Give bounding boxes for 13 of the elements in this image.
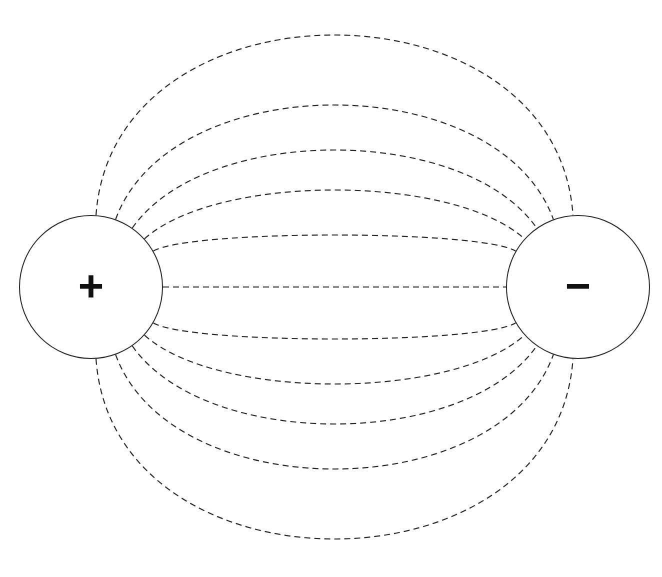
field-line <box>95 34 574 216</box>
field-line <box>115 104 554 220</box>
field-line <box>144 190 525 240</box>
field-line <box>153 322 516 340</box>
field-line <box>153 234 516 252</box>
field-line <box>132 346 538 424</box>
charge-sign: − <box>565 265 591 309</box>
field-line <box>144 334 525 384</box>
field-line <box>95 358 574 540</box>
field-line <box>163 286 506 288</box>
field-line <box>115 354 554 470</box>
field-line <box>132 150 538 228</box>
charge-sign: + <box>78 265 104 309</box>
